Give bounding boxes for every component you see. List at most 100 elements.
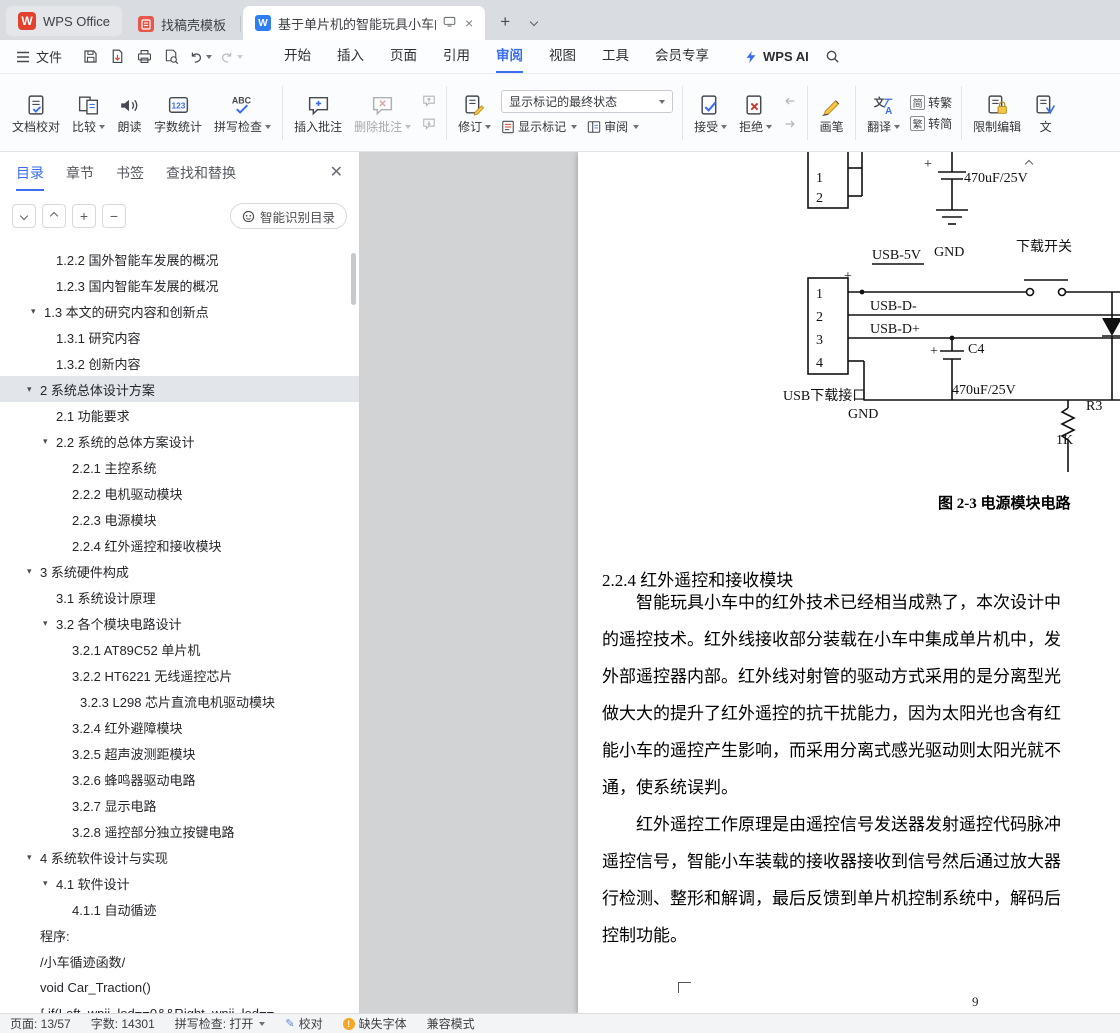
- word-count-button[interactable]: 123 字数统计: [148, 88, 208, 138]
- preview-monitor-icon[interactable]: [443, 15, 456, 31]
- tab-reference[interactable]: 引用: [443, 47, 471, 63]
- zoom-in-toc-button[interactable]: +: [72, 204, 96, 228]
- delete-comment-button[interactable]: 删除批注: [348, 88, 417, 138]
- doc-permission-button[interactable]: 文: [1027, 88, 1064, 138]
- previous-comment-icon[interactable]: [419, 92, 439, 111]
- tab-membership[interactable]: 会员专享: [655, 47, 710, 63]
- toc-item[interactable]: 3.2.4 红外避障模块: [0, 714, 359, 740]
- toc-item[interactable]: 3.2.7 显示电路: [0, 792, 359, 818]
- toc-item[interactable]: 1.2.2 国外智能车发展的概况: [0, 246, 359, 272]
- traditional-to-simplified-button[interactable]: 繁 转简: [910, 115, 952, 132]
- search-icon[interactable]: [825, 49, 840, 64]
- redo-button[interactable]: [217, 45, 245, 69]
- next-change-icon[interactable]: [780, 115, 800, 134]
- toc-item[interactable]: 3.2.1 AT89C52 单片机: [0, 636, 359, 662]
- insert-comment-button[interactable]: 插入批注: [288, 88, 348, 138]
- toc-item[interactable]: 1.2.3 国内智能车发展的概况: [0, 272, 359, 298]
- sidebar-tab-chapters[interactable]: 章节: [66, 165, 94, 181]
- read-aloud-button[interactable]: 朗读: [111, 88, 148, 138]
- status-word-count[interactable]: 字数: 14301: [90, 1017, 155, 1031]
- tab-tools[interactable]: 工具: [602, 47, 630, 63]
- zoom-out-toc-button[interactable]: −: [102, 204, 126, 228]
- sidebar-tab-bookmarks[interactable]: 书签: [116, 165, 144, 181]
- tab-list-dropdown[interactable]: [523, 11, 545, 33]
- collapse-all-button[interactable]: [12, 204, 36, 228]
- redo-dropdown-caret[interactable]: [237, 54, 244, 59]
- toc-item[interactable]: 2.2.4 红外遥控和接收模块: [0, 532, 359, 558]
- toc-item[interactable]: ▾3 系统硬件构成: [0, 558, 359, 584]
- toc-item[interactable]: 1.3.1 研究内容: [0, 324, 359, 350]
- home-tab[interactable]: W WPS Office: [6, 6, 122, 36]
- toc-item[interactable]: ▾1.3 本文的研究内容和创新点: [0, 298, 359, 324]
- tab-page[interactable]: 页面: [390, 47, 418, 63]
- sidebar-scrollbar-thumb[interactable]: [351, 253, 356, 305]
- toc-expand-icon[interactable]: ▾: [31, 306, 36, 316]
- toc-expand-icon[interactable]: ▾: [43, 618, 48, 628]
- scrollbar-up-icon[interactable]: [1024, 154, 1034, 172]
- toc-item[interactable]: 程序:: [0, 922, 359, 948]
- toc-item[interactable]: ▾4 系统软件设计与实现: [0, 844, 359, 870]
- toc-item[interactable]: 4.1.1 自动循迹: [0, 896, 359, 922]
- markup-state-combobox[interactable]: 显示标记的最终状态: [501, 90, 674, 113]
- export-pdf-button[interactable]: [105, 45, 129, 69]
- toc-item[interactable]: 2.2.3 电源模块: [0, 506, 359, 532]
- toc-item[interactable]: 2.2.2 电机驱动模块: [0, 480, 359, 506]
- toc-item[interactable]: 2.2.1 主控系统: [0, 454, 359, 480]
- new-tab-button[interactable]: +: [500, 12, 511, 31]
- tab-view[interactable]: 视图: [549, 47, 577, 63]
- sidebar-tab-toc[interactable]: 目录: [16, 165, 44, 191]
- toc-expand-icon[interactable]: ▾: [27, 566, 32, 576]
- toc-item[interactable]: void Car_Traction(): [0, 974, 359, 1000]
- toc-expand-icon[interactable]: ▾: [43, 878, 48, 888]
- toc-expand-icon[interactable]: ▾: [27, 852, 32, 862]
- show-markup-button[interactable]: 显示标记: [501, 118, 578, 135]
- toc-item[interactable]: 3.2.6 蜂鸣器驱动电路: [0, 766, 359, 792]
- status-page-indicator[interactable]: 页面: 13/57: [10, 1017, 71, 1031]
- compare-button[interactable]: 比较: [66, 88, 111, 138]
- toc-item[interactable]: 3.2.2 HT6221 无线遥控芯片: [0, 662, 359, 688]
- doc-proof-button[interactable]: 文档校对: [6, 88, 66, 138]
- tab-start[interactable]: 开始: [284, 47, 312, 63]
- expand-all-button[interactable]: [42, 204, 66, 228]
- toc-item[interactable]: 3.2.5 超声波测距模块: [0, 740, 359, 766]
- toc-item[interactable]: { if(Left_wnji_led==0&&Right_wnji_led==: [0, 1000, 359, 1014]
- track-changes-button[interactable]: 修订: [452, 88, 497, 138]
- toc-expand-icon[interactable]: ▾: [43, 436, 48, 446]
- toc-item[interactable]: ▾4.1 软件设计: [0, 870, 359, 896]
- toc-item[interactable]: 3.2.8 遥控部分独立按键电路: [0, 818, 359, 844]
- review-pane-button[interactable]: 审阅: [587, 118, 640, 135]
- toc-expand-icon[interactable]: ▾: [27, 384, 32, 394]
- toc-item[interactable]: 3.1 系统设计原理: [0, 584, 359, 610]
- save-button[interactable]: [78, 45, 102, 69]
- toc-item[interactable]: 3.2.3 L298 芯片直流电机驱动模块: [0, 688, 359, 714]
- toc-item[interactable]: ▾2.2 系统的总体方案设计: [0, 428, 359, 454]
- print-preview-button[interactable]: [159, 45, 183, 69]
- status-compat-mode[interactable]: 兼容模式: [426, 1017, 475, 1031]
- document-area[interactable]: 1 2 + 470uF/25V GND: [360, 152, 1120, 1013]
- simplified-to-traditional-button[interactable]: 简 转繁: [910, 94, 952, 111]
- document-tab[interactable]: W 基于单片机的智能玩具小车的 ×: [242, 6, 486, 40]
- smart-toc-button[interactable]: 智能识别目录: [229, 203, 347, 229]
- tab-review[interactable]: 审阅: [483, 40, 536, 74]
- sidebar-tab-find-replace[interactable]: 查找和替换: [166, 165, 236, 181]
- status-spellcheck[interactable]: 拼写检查: 打开: [175, 1015, 266, 1032]
- toc-item[interactable]: 2.1 功能要求: [0, 402, 359, 428]
- accept-button[interactable]: 接受: [688, 88, 733, 138]
- document-page[interactable]: 1 2 + 470uF/25V GND: [578, 152, 1120, 1013]
- spell-check-button[interactable]: ABC 拼写检查: [208, 88, 277, 138]
- status-missing-font[interactable]: !缺失字体: [342, 1015, 407, 1032]
- tab-insert[interactable]: 插入: [337, 47, 365, 63]
- wps-ai-button[interactable]: WPS AI: [744, 49, 809, 64]
- reject-button[interactable]: 拒绝: [733, 88, 778, 138]
- template-tab[interactable]: 找稿壳模板: [126, 8, 238, 40]
- file-menu-button[interactable]: 文件: [10, 47, 68, 66]
- previous-change-icon[interactable]: [780, 92, 800, 111]
- toc-item[interactable]: ▾2 系统总体设计方案: [0, 376, 359, 402]
- close-sidebar-icon[interactable]: ✕: [329, 164, 343, 181]
- undo-dropdown-caret[interactable]: [206, 54, 213, 59]
- toc-item[interactable]: 1.3.2 创新内容: [0, 350, 359, 376]
- undo-button[interactable]: [186, 45, 214, 69]
- toc-item[interactable]: /小车循迹函数/: [0, 948, 359, 974]
- print-button[interactable]: [132, 45, 156, 69]
- restrict-edit-button[interactable]: 限制编辑: [967, 88, 1027, 138]
